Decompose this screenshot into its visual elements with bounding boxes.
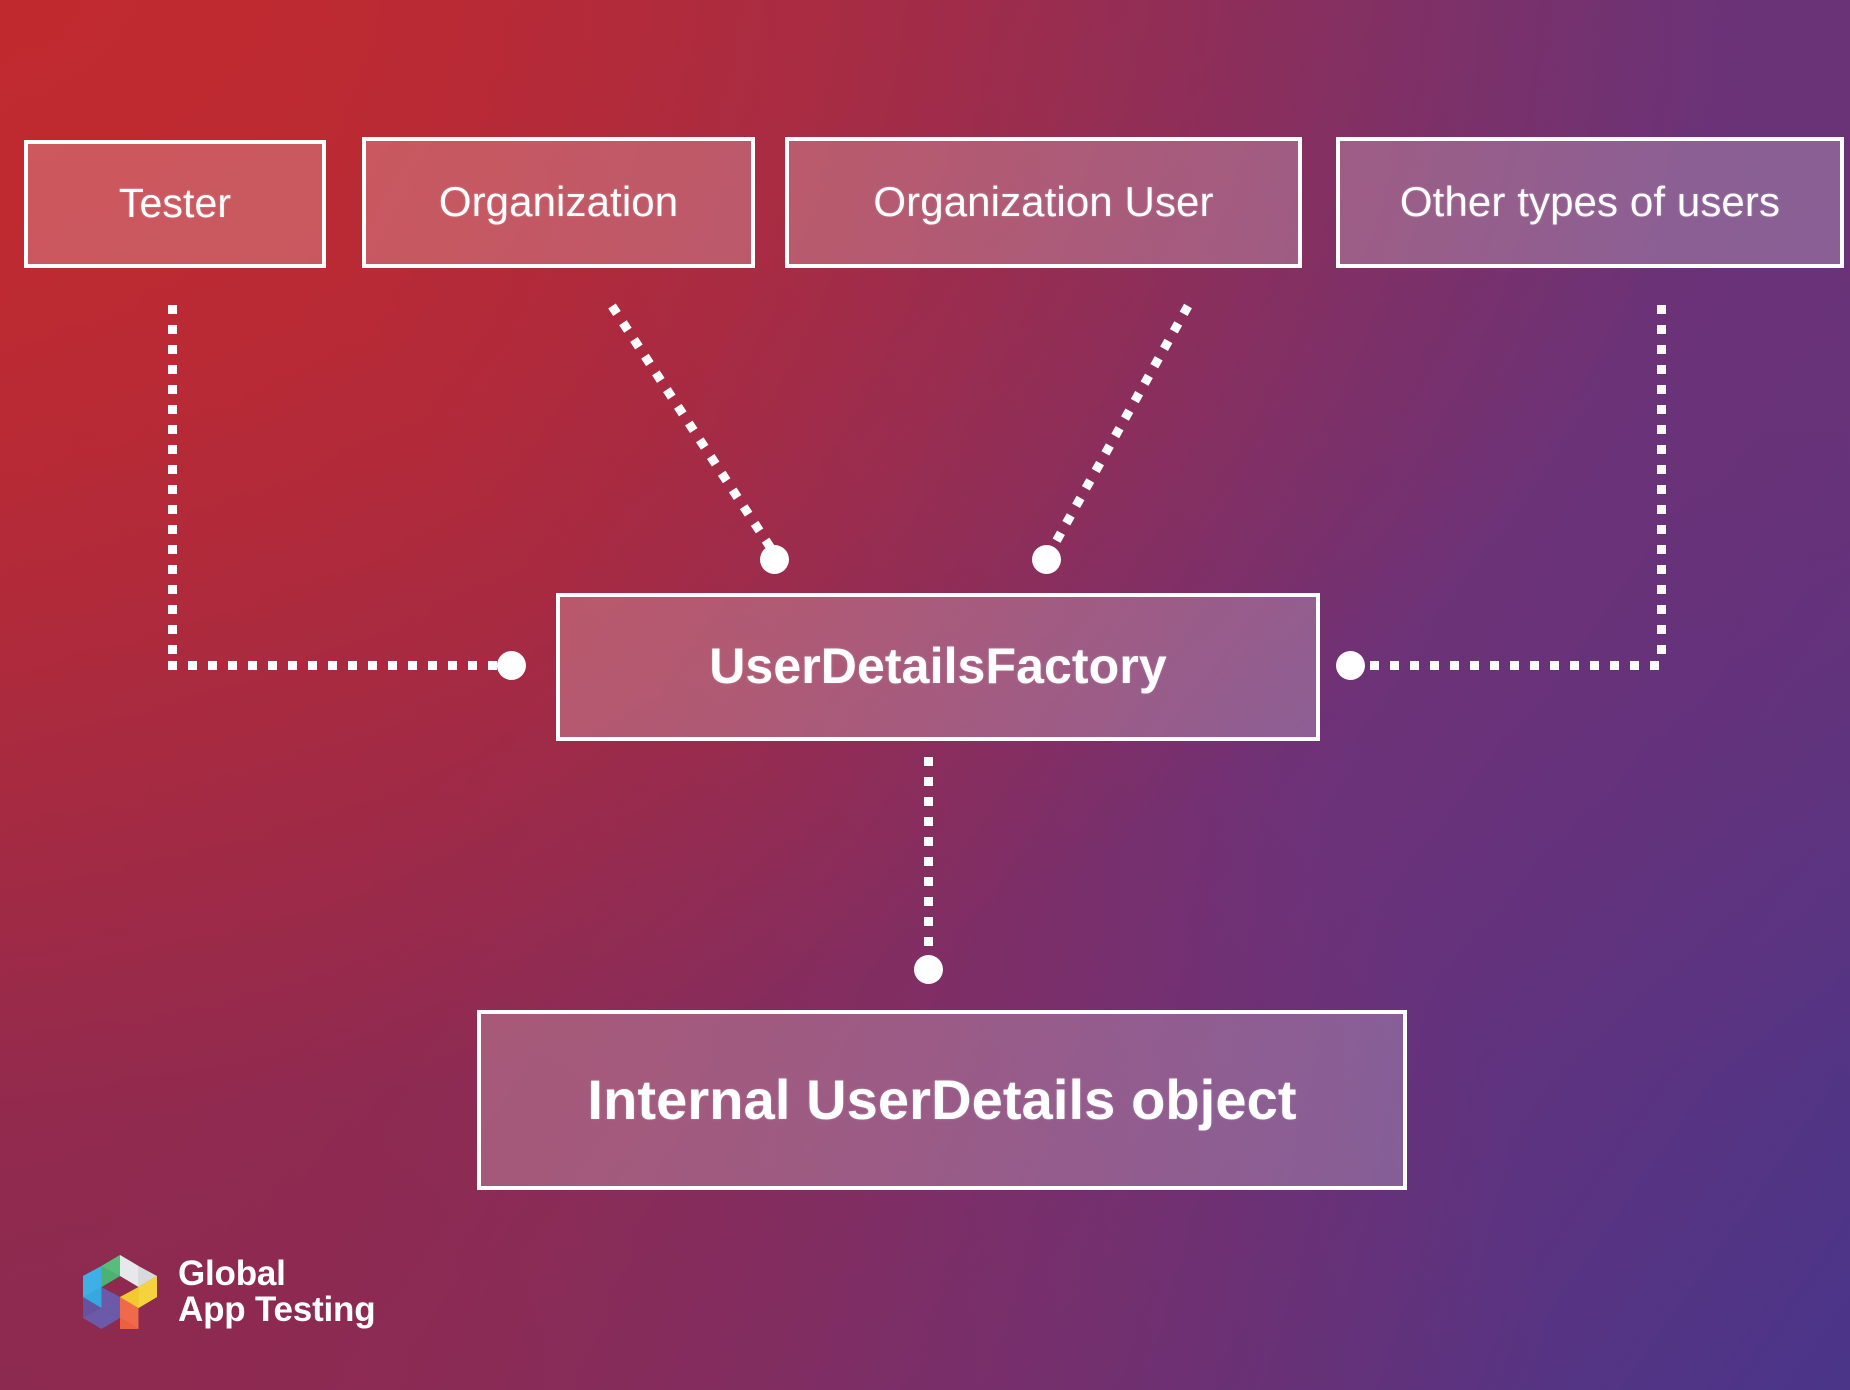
node-organization[interactable]: Organization — [362, 137, 755, 268]
edge-organization-user-to-factory — [1044, 303, 1192, 559]
edge-other-to-factory-vertical — [1657, 305, 1666, 661]
brand-line-2: App Testing — [178, 1290, 376, 1329]
node-organization-user-label: Organization User — [873, 178, 1214, 226]
node-organization-label: Organization — [438, 178, 679, 226]
edge-factory-to-internal-vertical — [924, 757, 933, 961]
edge-other-to-factory-horizontal — [1350, 661, 1662, 670]
node-internal-user-details-object[interactable]: Internal UserDetails object — [477, 1010, 1407, 1190]
edge-endpoint-dot-internal — [914, 955, 943, 984]
edge-endpoint-dot-organization-user — [1032, 545, 1061, 574]
node-organization-user[interactable]: Organization User — [785, 137, 1302, 268]
brand-logo: Global App Testing — [78, 1250, 376, 1334]
brand-line-1: Global — [178, 1254, 286, 1294]
node-user-details-factory-label: UserDetailsFactory — [709, 638, 1167, 695]
hexagon-cube-icon — [83, 1255, 157, 1329]
edge-endpoint-dot-organization — [760, 545, 789, 574]
node-other-types-of-users[interactable]: Other types of users — [1336, 137, 1844, 268]
node-tester[interactable]: Tester — [24, 140, 326, 268]
node-tester-label: Tester — [118, 180, 232, 227]
edge-tester-to-factory-vertical — [168, 305, 177, 661]
edge-tester-to-factory-horizontal — [168, 661, 506, 670]
node-internal-user-details-object-label: Internal UserDetails object — [587, 1067, 1297, 1131]
edge-organization-to-factory — [608, 303, 780, 559]
node-other-types-of-users-label: Other types of users — [1399, 178, 1781, 226]
edge-endpoint-dot-tester — [497, 651, 526, 680]
node-user-details-factory[interactable]: UserDetailsFactory — [556, 593, 1320, 741]
edge-endpoint-dot-other — [1336, 651, 1365, 680]
brand-wordmark: Global App Testing — [178, 1254, 376, 1329]
